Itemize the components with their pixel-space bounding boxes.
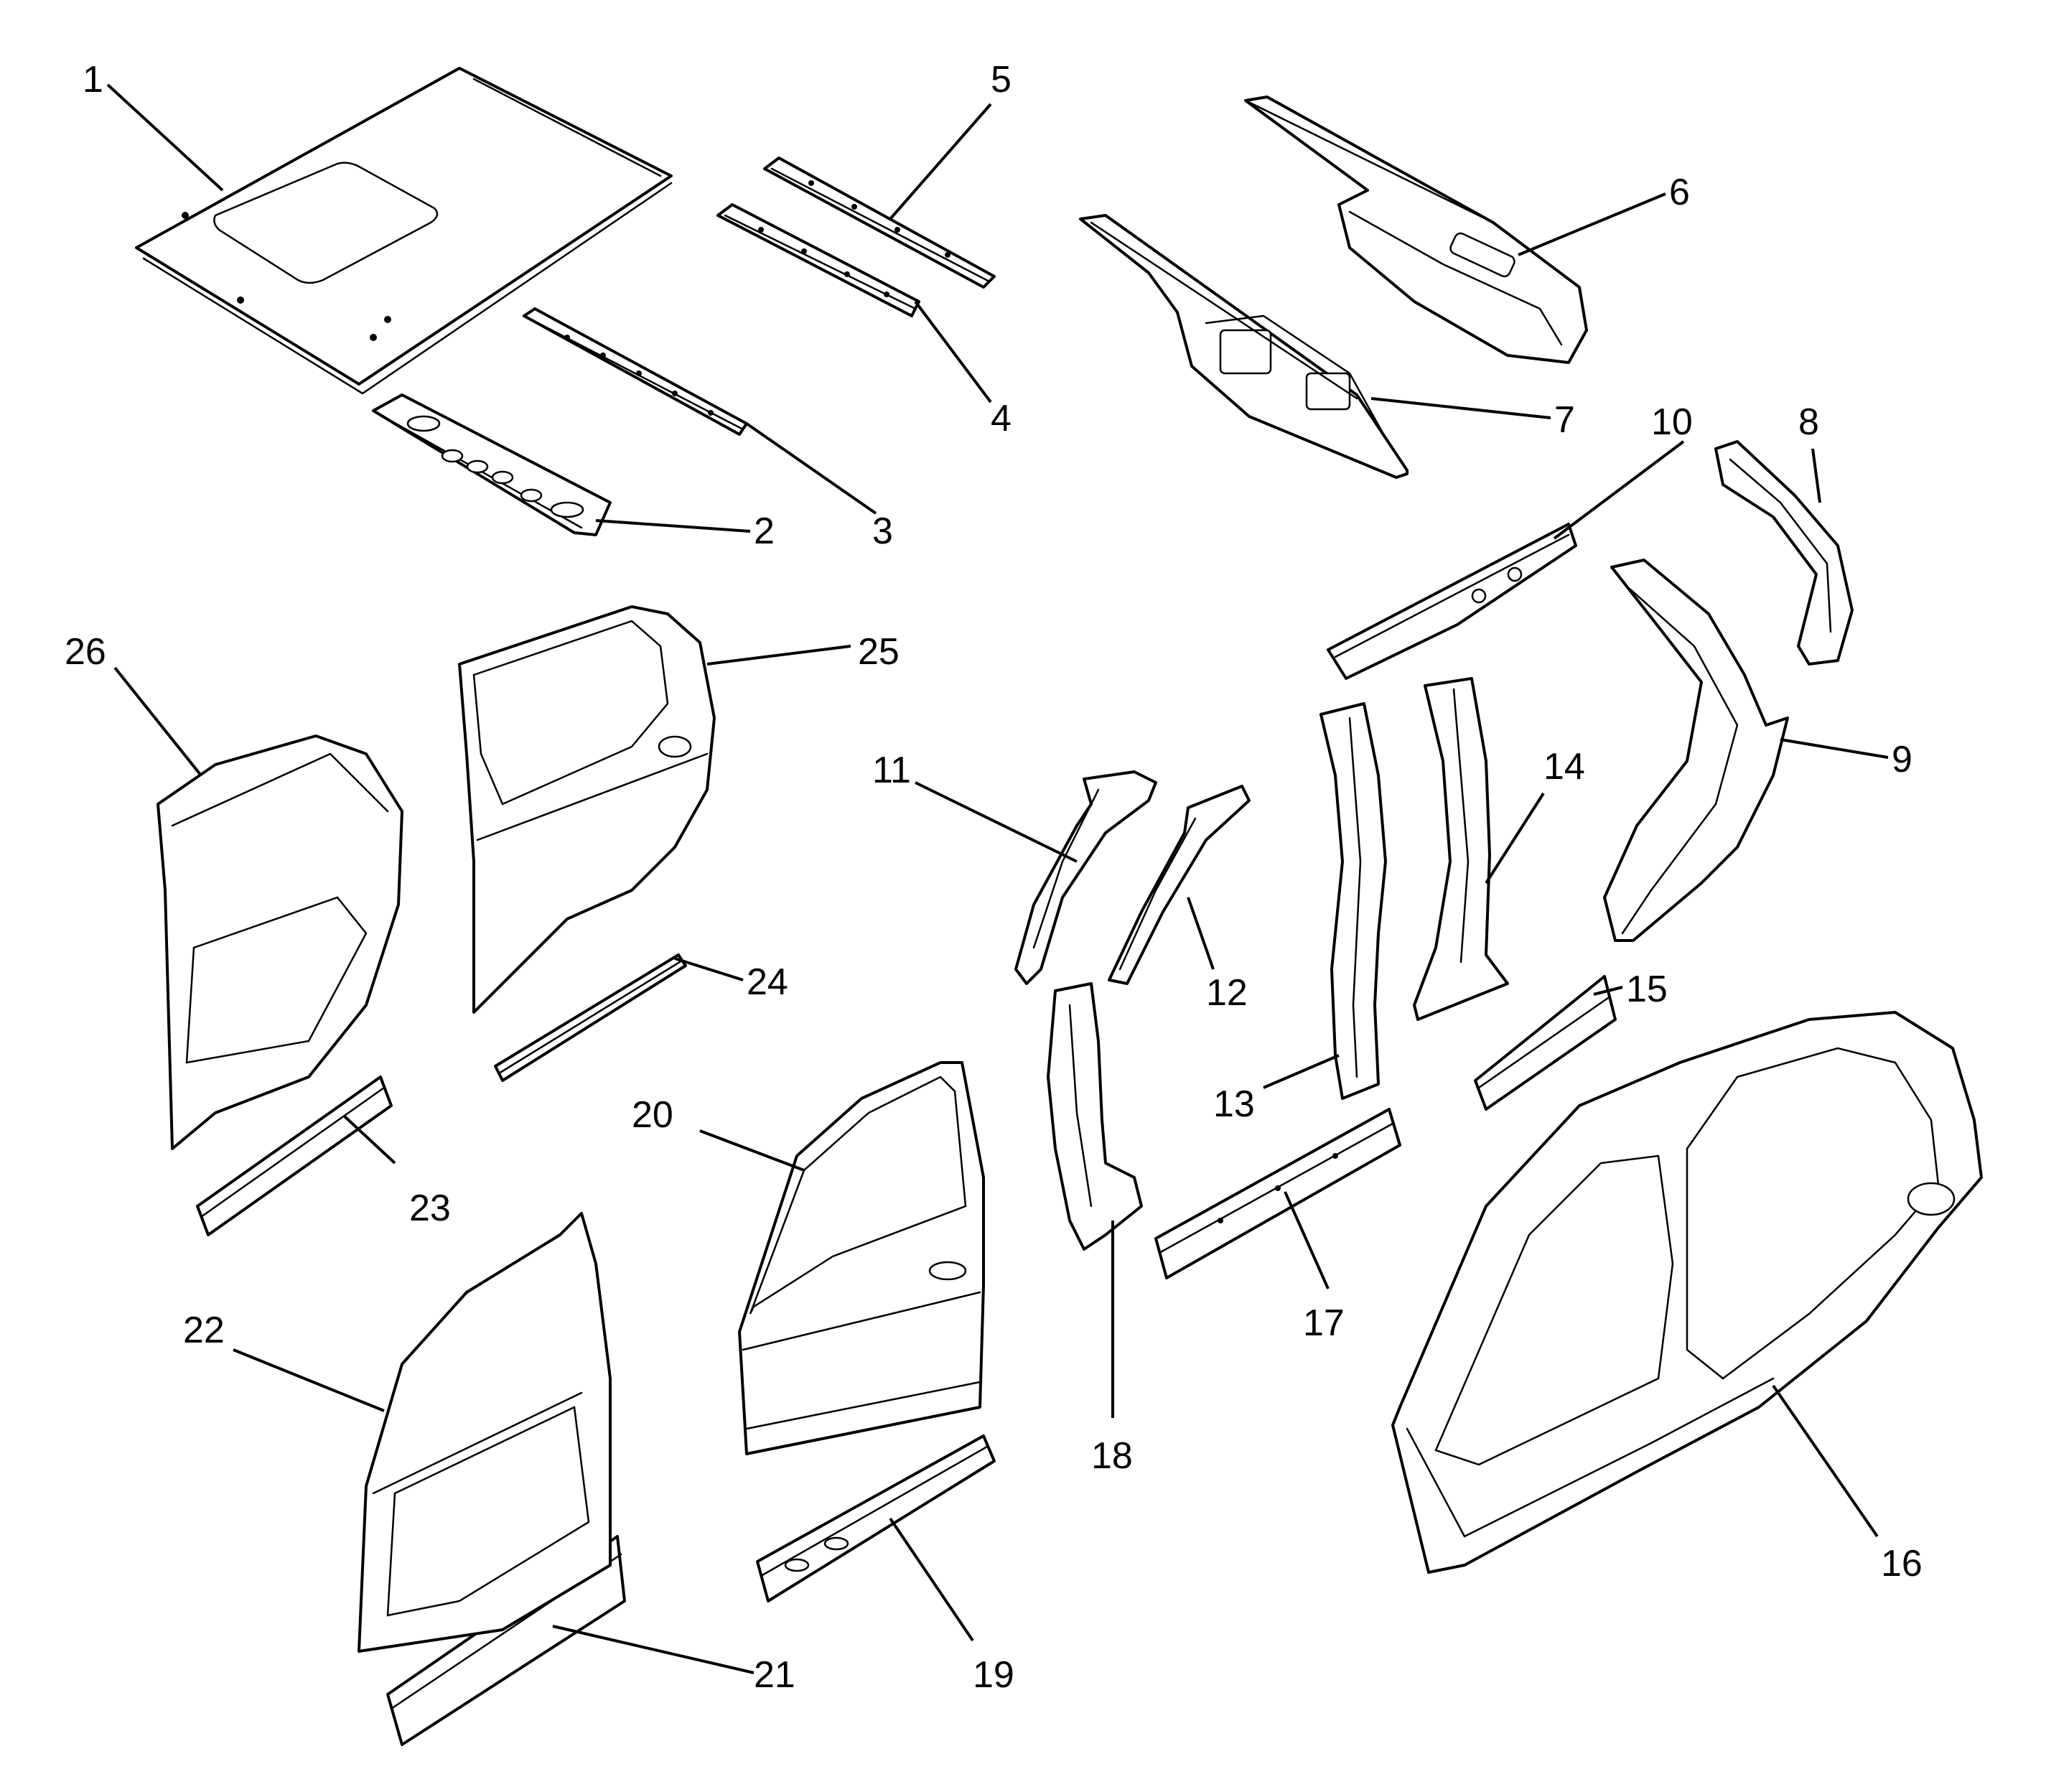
part-19-front-rocker-reinf xyxy=(756,1434,996,1602)
leader-5 xyxy=(889,103,992,220)
callout-5: 5 xyxy=(991,59,1012,101)
part-16-body-side-outer xyxy=(1391,1011,1983,1574)
leader-11 xyxy=(915,781,1078,863)
leader-22 xyxy=(233,1348,385,1412)
callout-14: 14 xyxy=(1543,746,1585,788)
part-14-b-pillar-inner xyxy=(1413,677,1509,1021)
part-6-liftgate xyxy=(1244,95,1588,364)
callout-22: 22 xyxy=(183,1310,225,1351)
leader-26 xyxy=(113,666,202,777)
callout-24: 24 xyxy=(747,961,788,1003)
leader-25 xyxy=(706,645,851,666)
leader-21 xyxy=(552,1625,755,1674)
leader-4 xyxy=(914,300,992,403)
leader-6 xyxy=(1518,192,1666,256)
leader-9 xyxy=(1780,738,1889,759)
leader-lines xyxy=(106,83,1889,1674)
callout-numbers: 1 2 3 4 5 6 7 8 9 10 11 12 13 14 15 16 1… xyxy=(65,59,1923,1696)
leader-17 xyxy=(1284,1191,1330,1289)
leader-13 xyxy=(1263,1054,1340,1089)
leader-8 xyxy=(1811,448,1821,503)
part-4-roof-bow xyxy=(716,203,920,317)
part-3-roof-bow xyxy=(523,307,748,436)
part-25-rear-door-outer xyxy=(458,605,716,1014)
callout-2: 2 xyxy=(754,510,775,552)
leader-20 xyxy=(699,1129,805,1172)
part-18-hinge-pillar xyxy=(1047,982,1143,1251)
part-15-rocker-reinforcement xyxy=(1474,975,1617,1111)
part-20-front-door-outer xyxy=(738,1061,985,1455)
callout-6: 6 xyxy=(1669,172,1690,213)
part-11-a-pillar-upper xyxy=(1014,770,1157,985)
part-8-wheelhouse-inner xyxy=(1714,440,1854,666)
callout-15: 15 xyxy=(1626,969,1668,1010)
callout-7: 7 xyxy=(1554,399,1575,441)
leader-7 xyxy=(1370,397,1551,419)
leader-14 xyxy=(1485,792,1545,885)
part-22-front-door-inner xyxy=(358,1212,612,1653)
part-17-rocker-inner xyxy=(1154,1108,1401,1279)
leader-24 xyxy=(674,957,744,981)
callout-3: 3 xyxy=(872,510,893,552)
callout-21: 21 xyxy=(754,1654,795,1696)
part-2-front-roof-bow xyxy=(372,393,612,536)
leader-16 xyxy=(1772,1384,1879,1538)
part-12-pillar-reinforcement xyxy=(1108,785,1251,985)
part-10-roof-side-rail xyxy=(1327,523,1577,680)
callout-17: 17 xyxy=(1303,1302,1345,1344)
callout-23: 23 xyxy=(409,1187,451,1229)
callout-19: 19 xyxy=(973,1654,1014,1696)
callout-1: 1 xyxy=(83,59,103,101)
leader-2 xyxy=(595,519,751,533)
part-7-rear-end-panel xyxy=(1079,214,1409,479)
leader-23 xyxy=(343,1115,396,1165)
callout-12: 12 xyxy=(1206,972,1248,1014)
leader-12 xyxy=(1187,897,1215,970)
callout-25: 25 xyxy=(858,631,900,673)
callout-10: 10 xyxy=(1651,401,1693,443)
callout-26: 26 xyxy=(65,631,106,673)
leader-10 xyxy=(1553,440,1685,540)
callout-13: 13 xyxy=(1213,1083,1255,1125)
part-1-roof-panel xyxy=(135,67,673,395)
callout-9: 9 xyxy=(1892,739,1912,780)
leader-1 xyxy=(106,83,224,192)
part-23-rear-door-sill xyxy=(196,1075,393,1236)
leader-3 xyxy=(745,422,877,515)
part-26-rear-door-inner xyxy=(157,734,403,1150)
callout-8: 8 xyxy=(1798,401,1819,443)
callout-18: 18 xyxy=(1091,1435,1133,1477)
leader-19 xyxy=(889,1517,974,1642)
callout-16: 16 xyxy=(1881,1543,1923,1585)
part-24-rear-rocker-trim xyxy=(494,953,687,1082)
part-5-rear-roof-bow xyxy=(763,157,996,289)
callout-20: 20 xyxy=(632,1094,673,1136)
part-13-b-pillar xyxy=(1319,702,1387,1100)
part-9-quarter-inner-panel xyxy=(1603,559,1789,942)
callout-4: 4 xyxy=(991,398,1012,439)
leader-15 xyxy=(1593,986,1623,996)
callout-11: 11 xyxy=(872,750,911,791)
